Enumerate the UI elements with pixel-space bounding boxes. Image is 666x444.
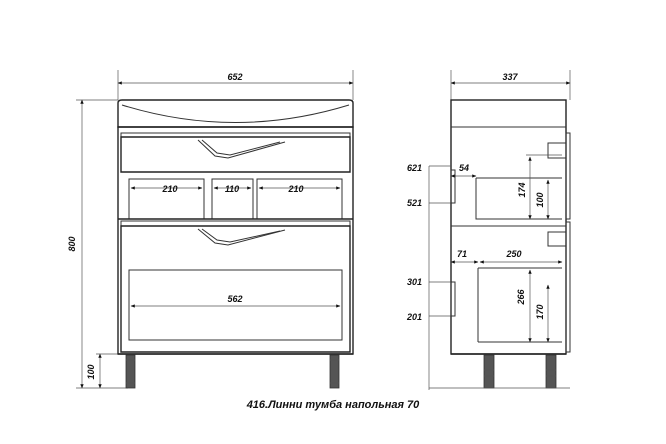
- side-leg-back: [483, 354, 495, 389]
- lower-drawer-handle: [197, 228, 286, 246]
- side-54-dim: 54: [459, 163, 469, 173]
- side-301-label: 301: [407, 277, 422, 287]
- side-upper-drawer-box: [475, 178, 562, 220]
- drawer-left-dim: 210: [161, 184, 177, 194]
- upper-drawer-front: [120, 136, 351, 173]
- side-266-dim: 266: [516, 289, 526, 306]
- width-dim: 652: [227, 72, 242, 82]
- basin-curve: [121, 104, 350, 123]
- side-view: 337 174 100 54 621 521 301 201: [406, 70, 571, 390]
- side-upper-front: [565, 132, 571, 220]
- front-leg-right: [329, 354, 340, 389]
- bottom-inner-dim: 562: [227, 294, 242, 304]
- side-170-dim: 170: [535, 304, 545, 319]
- side-621-label: 621: [407, 163, 422, 173]
- height-dim: 800: [67, 236, 77, 251]
- side-521-label: 521: [407, 198, 422, 208]
- side-leg-front: [545, 354, 557, 389]
- side-handle-upper: [547, 142, 567, 159]
- drawer-mid-dim: 110: [225, 184, 239, 194]
- lower-drawer-top: [120, 220, 351, 227]
- side-71-dim: 71: [457, 249, 467, 259]
- side-body: [450, 99, 567, 355]
- side-250-dim: 250: [505, 249, 521, 259]
- depth-dim: 337: [502, 72, 518, 82]
- lower-drawer-front: [120, 225, 351, 353]
- front-leg-left: [125, 354, 136, 389]
- countertop: [117, 99, 354, 128]
- drawing-caption: 416.Линни тумба напольная 70: [246, 399, 420, 411]
- side-174-dim: 174: [517, 182, 527, 197]
- side-201-label: 201: [406, 312, 422, 322]
- lower-drawer-box: [128, 269, 343, 341]
- front-view: 652 800 100 210 110 210: [67, 70, 354, 389]
- upper-drawer-handle: [197, 139, 286, 159]
- drawer-right-dim: 210: [287, 184, 303, 194]
- side-100-dim: 100: [535, 192, 545, 207]
- legs-dim: 100: [86, 364, 96, 379]
- side-handle-lower: [547, 231, 567, 247]
- side-lower-front: [565, 221, 571, 353]
